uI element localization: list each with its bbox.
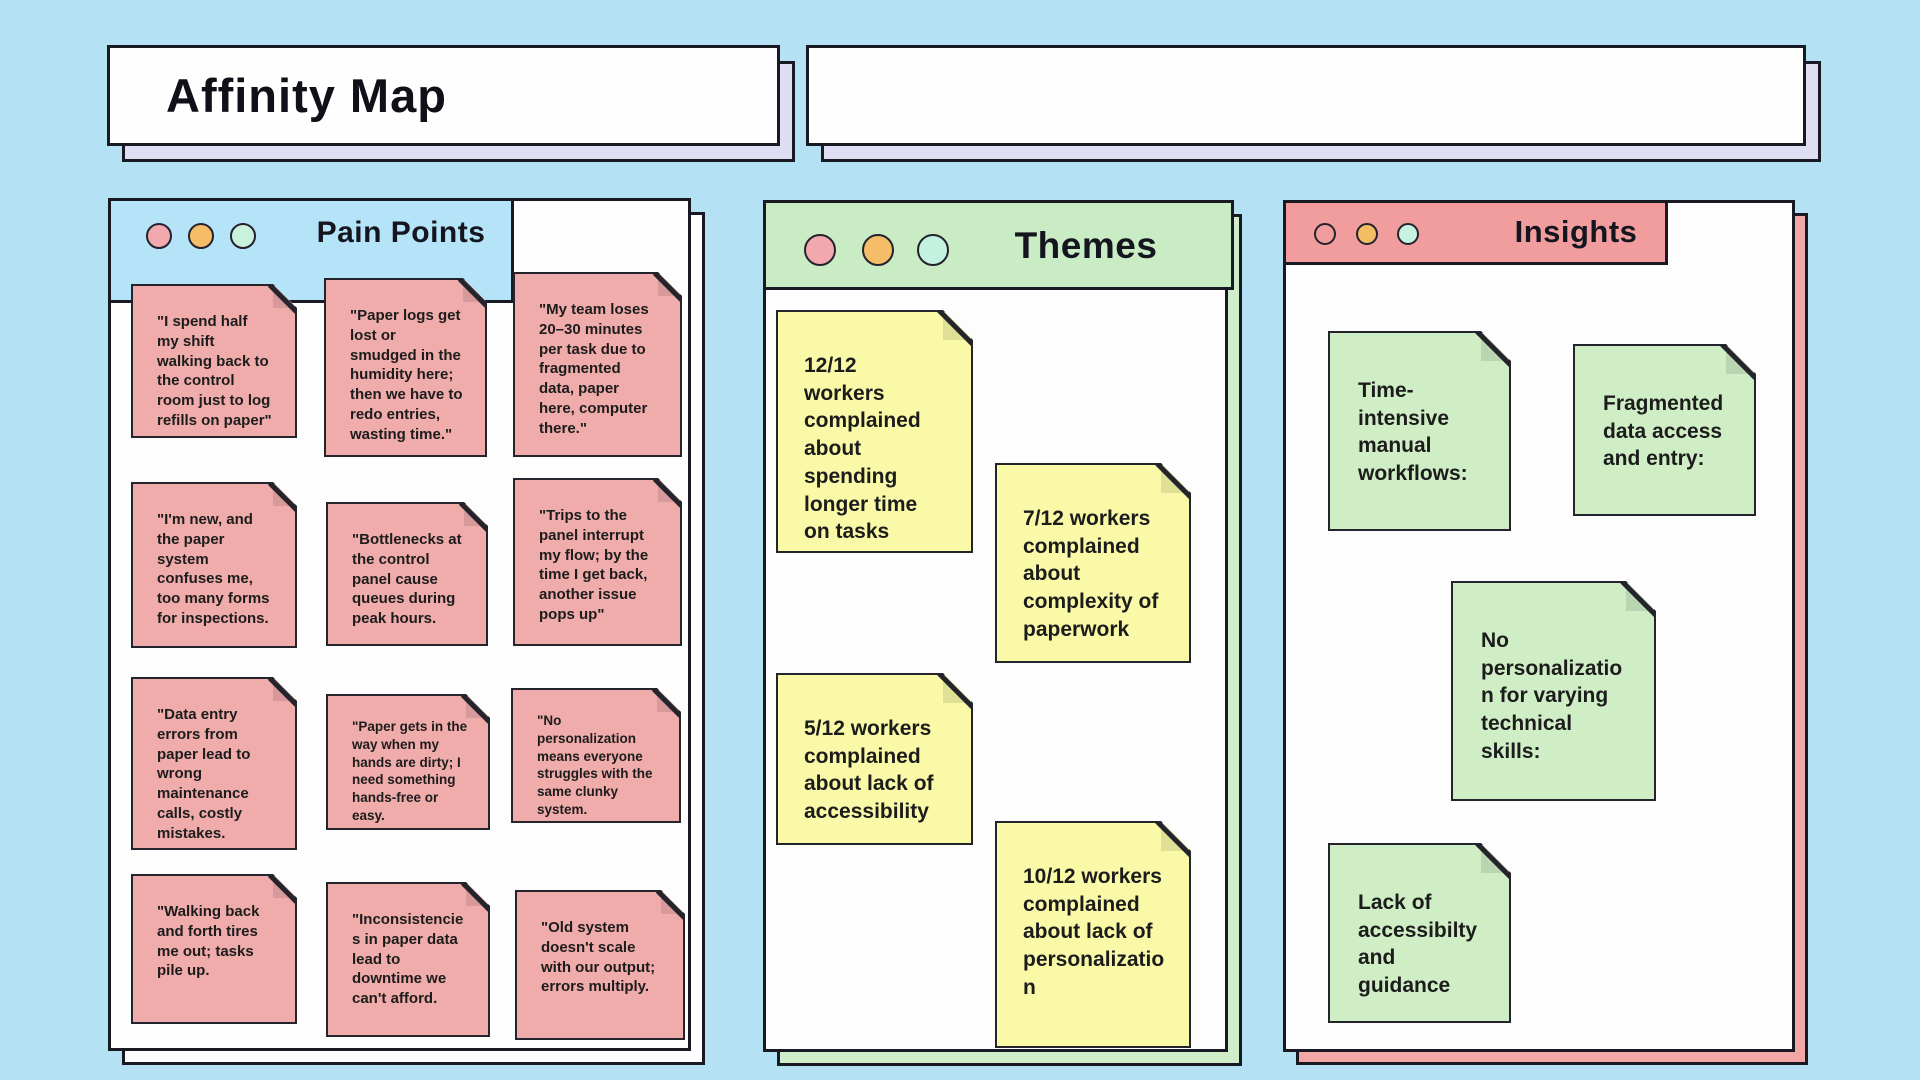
panel-themes-titlebar: Themes	[763, 200, 1234, 290]
window-dot-icon	[862, 234, 894, 266]
panel-themes: Themes 12/12 workers complained about sp…	[763, 200, 1234, 1052]
sticky-note[interactable]: "I'm new, and the paper system confuses …	[131, 482, 297, 648]
sticky-note[interactable]: 12/12 workers complained about spending …	[776, 310, 973, 553]
sticky-note[interactable]: "I spend half my shift walking back to t…	[131, 284, 297, 438]
sticky-note[interactable]: "Trips to the panel interrupt my flow; b…	[513, 478, 682, 646]
window-dot-icon	[188, 223, 214, 249]
panel-insights-titlebar: Insights	[1283, 200, 1668, 265]
window-dot-icon	[230, 223, 256, 249]
affinity-map-title-box: Affinity Map	[107, 45, 780, 146]
panel-insights: Insights Time- intensive manual workflow…	[1283, 200, 1795, 1052]
sticky-note[interactable]: Fragmented data access and entry:	[1573, 344, 1756, 516]
sticky-note[interactable]: "Inconsistencie s in paper data lead to …	[326, 882, 490, 1037]
sticky-note[interactable]: Lack of accessibilty and guidance	[1328, 843, 1511, 1023]
sticky-note[interactable]: No personalizatio n for varying technica…	[1451, 581, 1656, 801]
panel-pain-points: Pain Points "I spend half my shift walki…	[108, 198, 691, 1051]
window-dot-icon	[146, 223, 172, 249]
sticky-note[interactable]: "Walking back and forth tires me out; ta…	[131, 874, 297, 1024]
page-title: Affinity Map	[166, 69, 447, 122]
sticky-note[interactable]: 7/12 workers complained about complexity…	[995, 463, 1191, 663]
sticky-note[interactable]: "Paper logs get lost or smudged in the h…	[324, 278, 487, 457]
sticky-note[interactable]: "No personalization means everyone strug…	[511, 688, 681, 823]
sticky-note[interactable]: "Paper gets in the way when my hands are…	[326, 694, 490, 830]
sticky-note[interactable]: "Bottlenecks at the control panel cause …	[326, 502, 488, 646]
window-dot-icon	[1397, 223, 1419, 245]
sticky-note[interactable]: "My team loses 20–30 minutes per task du…	[513, 272, 682, 457]
window-dot-icon	[1356, 223, 1378, 245]
sticky-note[interactable]: 10/12 workers complained about lack of p…	[995, 821, 1191, 1048]
window-dot-icon	[917, 234, 949, 266]
empty-title-box	[806, 45, 1806, 146]
window-dot-icon	[1314, 223, 1336, 245]
sticky-note[interactable]: "Old system doesn't scale with our outpu…	[515, 890, 685, 1040]
panel-title: Themes	[1014, 225, 1158, 266]
sticky-note[interactable]: "Data entry errors from paper lead to wr…	[131, 677, 297, 850]
window-dot-icon	[804, 234, 836, 266]
panel-title: Insights	[1514, 214, 1638, 249]
sticky-note[interactable]: 5/12 workers complained about lack of ac…	[776, 673, 973, 845]
sticky-note[interactable]: Time- intensive manual workflows:	[1328, 331, 1511, 531]
panel-title: Pain Points	[316, 216, 486, 249]
